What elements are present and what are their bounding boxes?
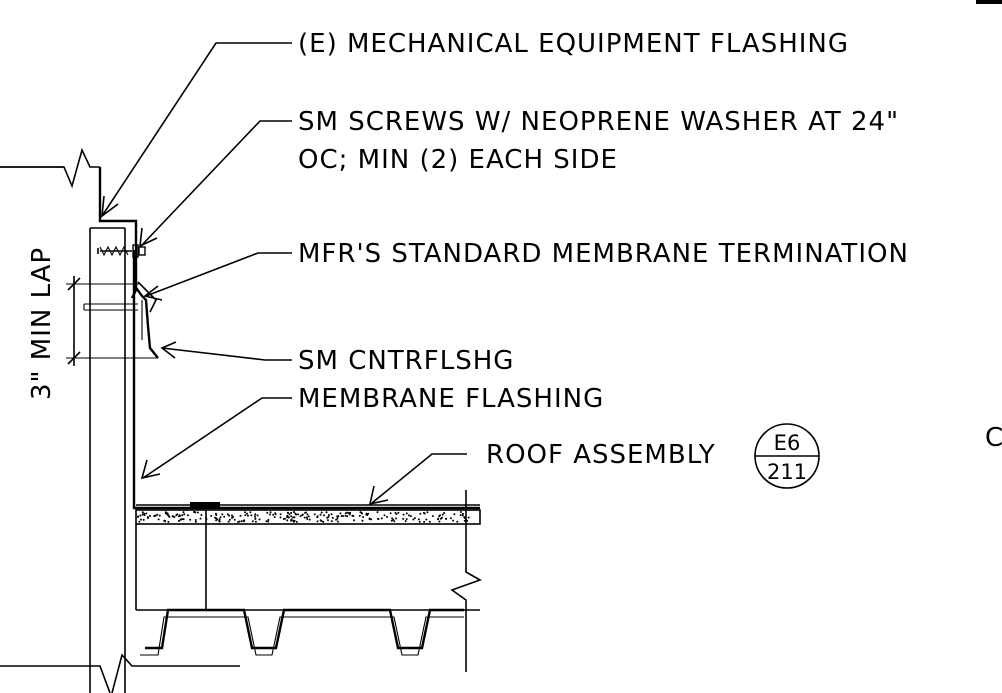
min-lap-dimension	[66, 276, 158, 366]
edge-text-fragment: C	[985, 423, 1002, 453]
equipment-flashing	[98, 167, 138, 299]
label-equipment-flashing: (E) MECHANICAL EQUIPMENT FLASHING	[298, 29, 849, 59]
label-counterflashing: SM CNTRFLSHG	[298, 346, 514, 376]
title-bar-fragment	[976, 0, 1002, 4]
termination-fastener	[83, 303, 138, 311]
label-roof-assembly: ROOF ASSEMBLY	[486, 440, 716, 470]
curb-wall	[0, 227, 240, 693]
label-screws-line2: OC; MIN (2) EACH SIDE	[298, 145, 618, 175]
label-membrane-termination: MFR'S STANDARD MEMBRANE TERMINATION	[298, 239, 909, 269]
detail-tag: E6 211	[754, 423, 820, 489]
sheet-number: 211	[767, 460, 807, 484]
label-screws-line1: SM SCREWS W/ NEOPRENE WASHER AT 24"	[298, 107, 899, 137]
detail-number: E6	[774, 431, 801, 455]
plate-fastener	[190, 502, 220, 507]
min-lap-label: 3" MIN LAP	[27, 247, 57, 400]
screw-icon	[97, 244, 146, 258]
membrane-flashing-line	[132, 250, 480, 510]
leaders	[101, 42, 467, 506]
equipment-break-line	[0, 147, 100, 189]
counterflashing	[133, 281, 159, 359]
label-membrane-flashing: MEMBRANE FLASHING	[298, 384, 604, 414]
roof-assembly	[135, 490, 482, 672]
